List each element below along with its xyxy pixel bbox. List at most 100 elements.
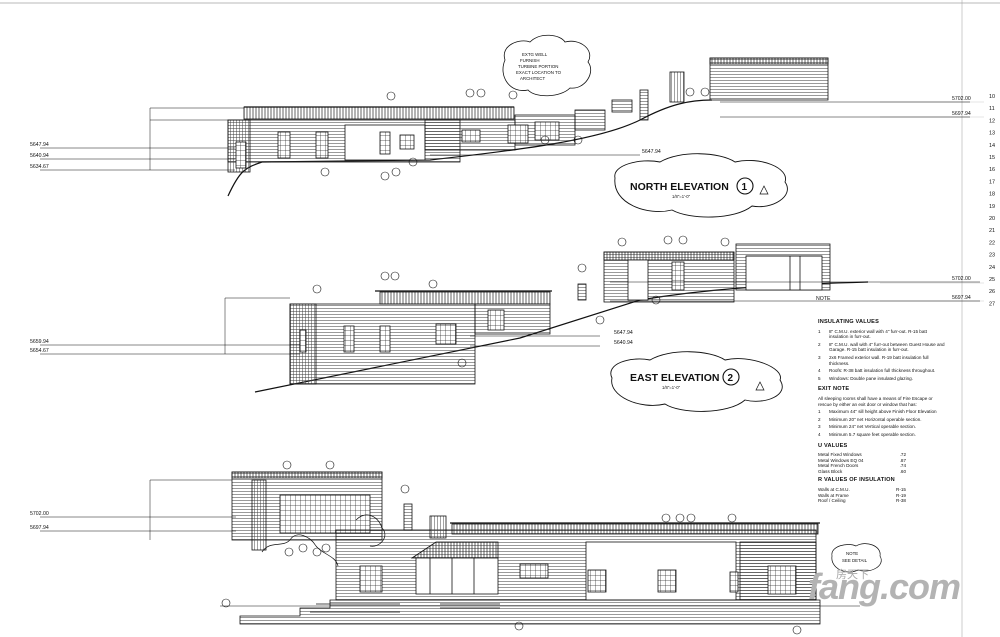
grid-number: 22 <box>989 240 995 246</box>
note-item-number: 1 <box>818 328 821 334</box>
note-item: 3 2x6 Framed exterior wall. R-19 batt ins… <box>818 355 946 366</box>
grid-number: 15 <box>989 155 995 161</box>
value-number: R-38 <box>896 498 906 504</box>
r-values-heading: R VALUES OF INSULATION <box>818 477 895 484</box>
value-row: Walls at Frame R-19 <box>818 493 906 499</box>
east-level-left-2: 5654.67 <box>30 348 49 354</box>
exit-note-heading: EXIT NOTE <box>818 386 850 393</box>
exit-note-list: 1 Maximum 44" sill height above Finish Fl… <box>818 409 946 437</box>
south-note-cloud: NOTE SEE DETAIL <box>831 543 882 573</box>
value-number: R-15 <box>896 487 906 493</box>
east-level-mid-1: 5647.94 <box>614 330 633 336</box>
east-elevation-title: EAST ELEVATION <box>630 372 719 384</box>
grid-number: 21 <box>989 228 995 234</box>
grid-number: 12 <box>989 118 995 124</box>
insulating-values-list: 1 8" C.M.U. exterior wall with 4" furr-ou… <box>818 329 946 382</box>
east-elevation-drawing <box>40 235 980 393</box>
north-note-line-2: FURNISH <box>520 58 540 63</box>
east-elevation-scale: 1/8"=1'-0" <box>662 385 681 390</box>
value-row: Metal Fixed Windows.72 <box>818 452 906 458</box>
value-label: Glass Block <box>818 468 843 474</box>
north-elevation-title: NORTH ELEVATION <box>630 181 729 193</box>
fang-watermark-logo: fang.com <box>808 566 961 607</box>
value-number: R-19 <box>896 492 906 498</box>
note-item: 2 8" C.M.U. wall with 4" furr-out between… <box>818 342 946 353</box>
grid-number: 23 <box>989 253 995 259</box>
note-item-number: 4 <box>818 431 821 437</box>
note-item-number: 3 <box>818 424 821 430</box>
east-elevation-title-cloud: EAST ELEVATION 2 1/8"=1'-0" <box>610 351 783 412</box>
value-label: Walls at Frame <box>818 492 849 498</box>
grid-number: 25 <box>989 277 995 283</box>
note-item-text: Windows: Double pane insulated glazing. <box>829 375 914 381</box>
value-row: Roof / Ceiling R-38 <box>818 498 906 504</box>
grid-number: 17 <box>989 179 995 185</box>
value-row: Walls at C.M.U. R-15 <box>818 487 906 493</box>
value-label: Walls at C.M.U. <box>818 487 850 493</box>
note-item-text: 2x6 Framed exterior wall. R-19 batt insu… <box>829 354 929 366</box>
north-level-left-3: 5634.67 <box>30 164 49 170</box>
east-elevation-number: 2 <box>728 373 734 384</box>
grid-number: 20 <box>989 216 995 222</box>
grid-number: 14 <box>989 143 995 149</box>
grid-number: 16 <box>989 167 995 173</box>
north-level-left-2: 5640.94 <box>30 153 49 159</box>
south-note-line-2: SEE DETAIL <box>842 558 868 563</box>
north-note-line-1: EXTG WELL <box>522 52 548 57</box>
value-number: .60 <box>899 468 906 474</box>
north-section-mark: 5647.94 <box>642 149 661 155</box>
value-number: .87 <box>899 457 906 463</box>
east-level-right-1: 5702.00 <box>952 276 971 282</box>
value-number: .72 <box>899 452 906 458</box>
south-level-left-2: 5697.94 <box>30 525 49 531</box>
note-item-text: 8" C.M.U. exterior wall with 4" furr-out… <box>829 328 927 340</box>
grid-number: 24 <box>989 265 995 271</box>
note-item-text: Minimum 24" net Vertical operable sectio… <box>829 424 916 430</box>
east-note-tag: NOTE <box>816 296 831 302</box>
east-warning-triangle-icon <box>755 381 765 391</box>
note-item-text: 8" C.M.U. wall with 4" furr-out between … <box>829 341 945 353</box>
note-item: 4 Minimum 5.7 square feet operable sectio… <box>818 432 946 438</box>
north-level-right-2: 5697.94 <box>952 111 971 117</box>
value-row: Metal French Doors.74 <box>818 463 906 469</box>
value-row: Metal Windows EQ 04 .87 <box>818 458 906 464</box>
note-item-number: 1 <box>818 409 821 415</box>
note-item-number: 2 <box>818 341 821 347</box>
east-level-left-1: 5659.94 <box>30 339 49 345</box>
note-item-number: 2 <box>818 416 821 422</box>
u-values-heading: U VALUES <box>818 442 848 449</box>
note-item: 3 Minimum 24" net Vertical operable secti… <box>818 424 946 430</box>
grid-number: 11 <box>989 106 995 112</box>
note-item-text: Maximum 44" sill height above Finish Flo… <box>829 409 937 415</box>
grid-number: 19 <box>989 204 995 210</box>
note-item-number: 3 <box>818 354 821 360</box>
north-elevation-scale: 1/8"=1'-0" <box>672 194 691 199</box>
note-item: 1 Maximum 44" sill height above Finish Fl… <box>818 409 946 415</box>
north-note-cloud: EXTG WELL FURNISH TURBINE PORTION EXACT … <box>502 34 592 97</box>
north-note-line-5: ARCHITECT <box>520 76 545 81</box>
north-elevation-title-cloud: NORTH ELEVATION 1 1/8"=1'-0" <box>614 153 788 218</box>
note-item: 1 8" C.M.U. exterior wall with 4" furr-ou… <box>818 329 946 340</box>
north-note-line-4: EXACT LOCATION TO <box>516 70 562 75</box>
north-level-right-1: 5702.00 <box>952 96 971 102</box>
value-label: Roof / Ceiling <box>818 498 846 504</box>
grid-number: 27 <box>989 301 995 307</box>
north-elevation-number: 1 <box>742 182 748 193</box>
north-warning-triangle-icon <box>759 185 769 195</box>
grid-number: 10 <box>989 94 995 100</box>
note-item-text: Minimum 5.7 square feet operable section… <box>829 431 916 437</box>
grid-number: 26 <box>989 289 995 295</box>
value-label: Metal Windows EQ 04 <box>818 457 864 463</box>
fang-watermark-subtitle: 房天下 <box>836 569 869 581</box>
north-note-line-3: TURBINE PORTION <box>518 64 558 69</box>
south-note-line-1: NOTE <box>846 551 858 556</box>
note-item-number: 4 <box>818 368 821 374</box>
north-elevation-drawing <box>40 57 970 197</box>
grid-number: 18 <box>989 192 995 198</box>
